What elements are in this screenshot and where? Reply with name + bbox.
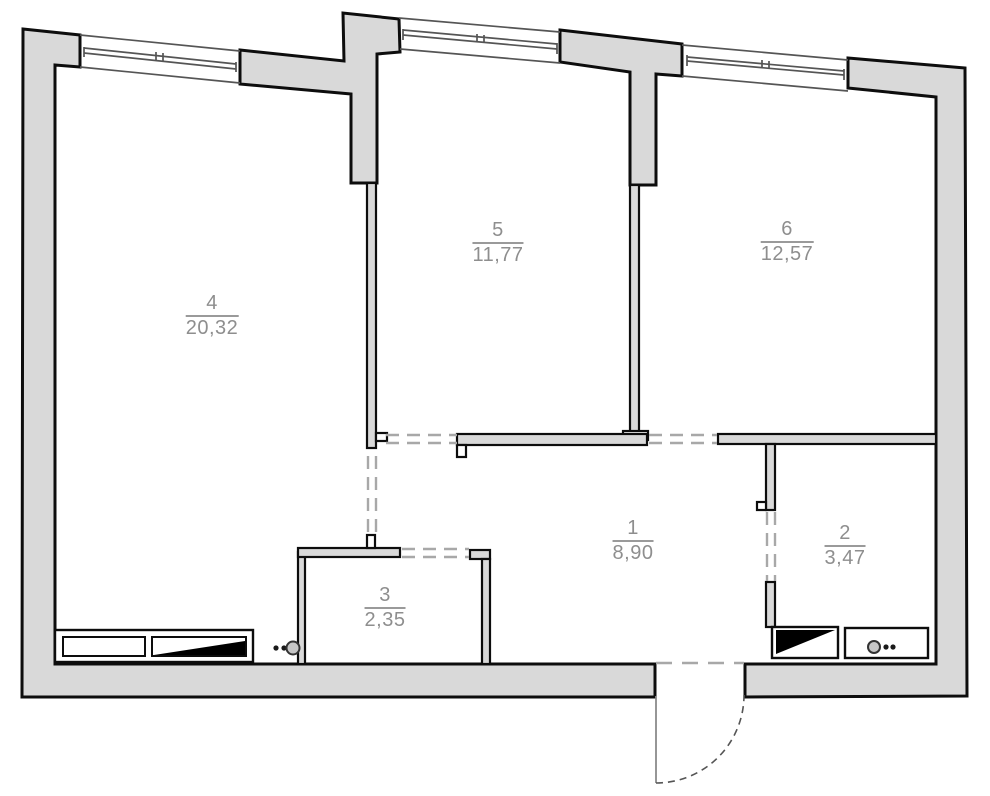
room-number: 4 (185, 293, 239, 317)
room-area: 3,47 (824, 547, 866, 569)
room-number: 1 (612, 518, 654, 542)
partition-corridor-room2-upper (764, 442, 777, 512)
kitchen-cabinet (62, 636, 146, 657)
room-number: 5 (472, 220, 524, 244)
door-swing-arc (655, 694, 745, 784)
opening-room2-door (765, 512, 777, 581)
wall-room2-top (716, 432, 938, 446)
room-label-5: 5 11,77 (472, 220, 524, 266)
opening-room5-corridor (386, 433, 457, 445)
room-label-2: 2 3,47 (824, 523, 866, 569)
window-room-4 (79, 34, 241, 84)
entrance-door (655, 694, 745, 784)
room-label-3: 3 2,35 (364, 585, 406, 631)
room-area: 11,77 (472, 244, 524, 266)
room3-wall-right (480, 557, 492, 666)
wall-top-mid-pillar (558, 28, 684, 187)
room-number: 2 (824, 523, 866, 547)
wall-end-tick (365, 533, 377, 550)
cooktop-knobs-icon (273, 640, 301, 656)
partition-room4-room5 (365, 181, 378, 450)
room-number: 3 (364, 585, 406, 609)
room-area: 12,57 (760, 243, 814, 265)
exterior-walls (20, 11, 969, 699)
plan-interior (22, 13, 967, 697)
drainboard-wedge-icon (154, 641, 245, 655)
wall-end-tick (455, 443, 468, 459)
window-room-6 (681, 44, 849, 92)
room-label-4: 4 20,32 (185, 293, 239, 339)
wall-end-tick (755, 500, 768, 512)
room-label-6: 6 12,57 (760, 219, 814, 265)
wall-left-bottom (20, 27, 657, 699)
room3-wall-right-stub (468, 548, 492, 561)
opening-room3-door (402, 547, 469, 559)
bathtub-wedge-icon (776, 630, 835, 654)
partition-corridor-room2-lower (764, 580, 777, 629)
room3-wall-top (296, 546, 402, 559)
washbasin (843, 626, 930, 660)
wall-end-tick (374, 431, 389, 443)
washbasin-knobs-icon (867, 640, 896, 654)
bathroom-fixtures (770, 625, 930, 660)
room-label-1: 1 8,90 (612, 518, 654, 564)
window-room-5 (398, 17, 561, 64)
room-number: 6 (760, 219, 814, 243)
wall-top-left-bay (238, 11, 402, 185)
opening-room4-corridor (366, 456, 378, 534)
dashed-openings (366, 433, 777, 665)
opening-corridor-room2-top (649, 433, 717, 445)
kitchen-fixtures (53, 628, 301, 664)
room-area: 8,90 (612, 542, 654, 564)
wall-right-bottom (743, 56, 969, 699)
partition-room5-room6 (628, 183, 641, 435)
wall-room5-bottom (455, 432, 649, 447)
interior-partitions (296, 181, 938, 666)
room-area: 2,35 (364, 609, 406, 631)
room-area: 20,32 (185, 317, 239, 339)
windows (79, 17, 849, 92)
